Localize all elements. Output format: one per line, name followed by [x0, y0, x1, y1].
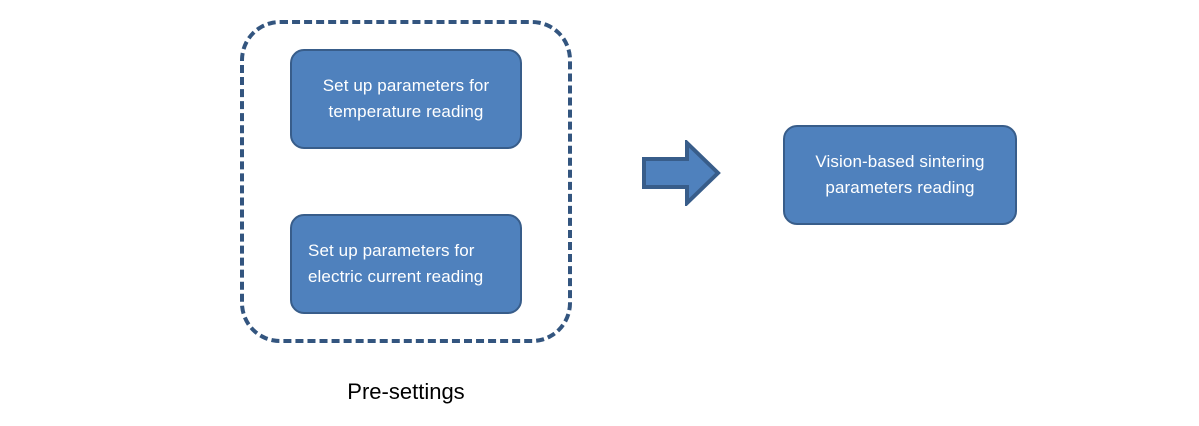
process-box-electric-current[interactable]: Set up parameters for electric current r…: [290, 214, 522, 314]
process-box-temperature-line1: Set up parameters for: [322, 76, 490, 95]
process-box-electric-current-line2: electric current reading: [308, 267, 484, 286]
process-box-temperature[interactable]: Set up parameters for temperature readin…: [290, 49, 522, 149]
arrow-shape: [642, 140, 721, 206]
pre-settings-caption: Pre-settings: [347, 379, 465, 404]
process-box-vision-line2: parameters reading: [825, 178, 975, 197]
flow-arrow-right-icon: [641, 140, 721, 206]
process-box-vision-line1: Vision-based sintering: [815, 152, 985, 171]
process-box-temperature-line2: temperature reading: [328, 102, 484, 121]
process-box-vision-based-reading[interactable]: Vision-based sintering parameters readin…: [783, 125, 1017, 225]
pre-settings-group-container: [240, 20, 572, 343]
flow-arrow-right-svg: [642, 140, 721, 206]
process-box-electric-current-line1: Set up parameters for: [308, 241, 475, 260]
